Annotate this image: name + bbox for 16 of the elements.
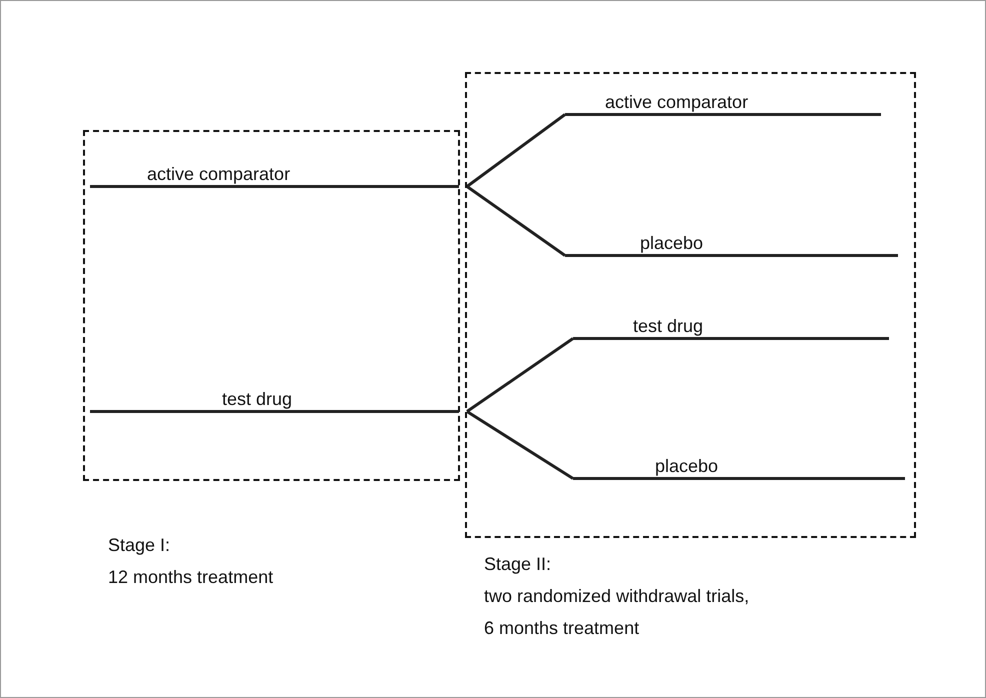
branch-line bbox=[466, 185, 566, 257]
arm-label: placebo bbox=[640, 232, 704, 254]
stage-description: two randomized withdrawal trials, 6 months treatment bbox=[484, 585, 750, 640]
stage-box bbox=[465, 72, 916, 538]
stage-heading: Stage II: bbox=[484, 553, 552, 576]
stage-description: 12 months treatment bbox=[108, 566, 274, 589]
arm-label: placebo bbox=[655, 455, 718, 477]
branch-line bbox=[466, 113, 566, 188]
stage-box bbox=[83, 130, 460, 481]
arm-label: active comparator bbox=[605, 91, 748, 113]
branch-line bbox=[466, 337, 574, 413]
branch-line bbox=[466, 410, 574, 480]
stage-heading: Stage I: bbox=[108, 534, 172, 557]
arm-label: active comparator bbox=[147, 163, 290, 185]
arm-label: test drug bbox=[222, 388, 292, 410]
arm-label: test drug bbox=[633, 315, 704, 337]
